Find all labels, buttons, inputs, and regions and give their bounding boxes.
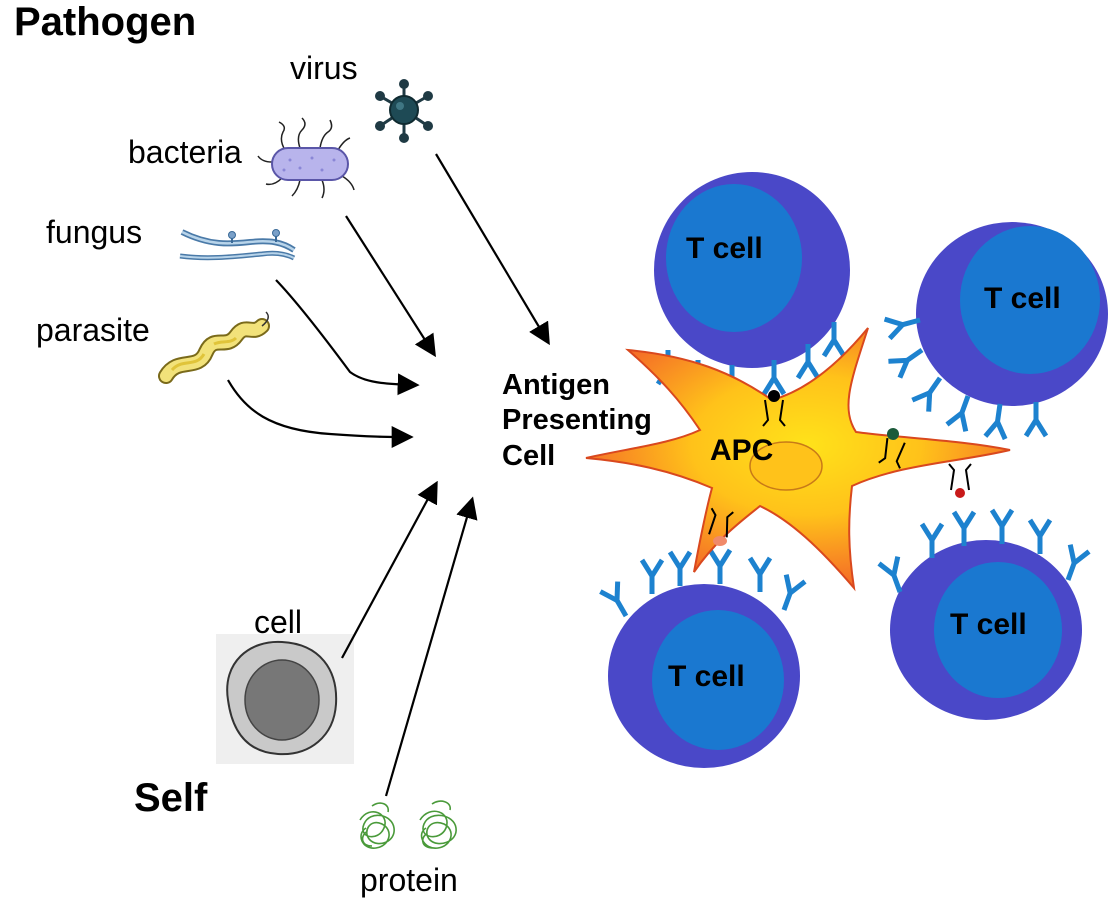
cell-label: cell xyxy=(254,604,303,640)
antigen-arrows xyxy=(227,153,550,797)
apc-cell xyxy=(585,327,1011,592)
virus-label: virus xyxy=(290,50,358,86)
mhc-complex-right xyxy=(877,428,908,470)
protein-label: protein xyxy=(360,862,458,898)
pathogen-heading: Pathogen xyxy=(14,0,197,44)
arrow-protein xyxy=(384,496,478,797)
t-cell-bottom-right xyxy=(890,540,1082,720)
t-cell-label-top-right: T cell xyxy=(984,282,1061,315)
self-cell-image xyxy=(216,634,354,764)
t-cell-label-top-left: T cell xyxy=(686,232,763,265)
mhc-complex-far-right xyxy=(948,463,972,498)
apc-full-name: Antigen Presenting Cell xyxy=(502,369,652,472)
bacteria-label: bacteria xyxy=(128,134,242,170)
arrow-virus xyxy=(435,153,550,346)
self-heading: Self xyxy=(134,776,208,820)
t-cell-label-bottom-right: T cell xyxy=(950,608,1027,641)
mhc-complex-top xyxy=(762,390,786,427)
fungus-icon xyxy=(179,229,296,261)
t-cell-label-bottom-left: T cell xyxy=(668,660,745,693)
arrow-cell xyxy=(341,480,438,659)
parasite-label: parasite xyxy=(36,312,150,348)
t-cell-top-right xyxy=(916,222,1108,406)
mhc-complex-bottom xyxy=(706,507,735,546)
arrow-parasite xyxy=(227,379,414,448)
bacteria-icon xyxy=(257,117,355,199)
fungus-label: fungus xyxy=(46,214,143,250)
arrow-bacteria xyxy=(345,215,436,358)
parasite-icon xyxy=(158,311,270,384)
t-cell-bottom-left xyxy=(608,584,800,768)
apc-abbrev: APC xyxy=(710,434,774,467)
virus-icon xyxy=(375,79,433,143)
arrow-fungus xyxy=(275,279,420,396)
t-cell-top-left xyxy=(654,172,850,368)
protein-icon xyxy=(359,800,457,849)
